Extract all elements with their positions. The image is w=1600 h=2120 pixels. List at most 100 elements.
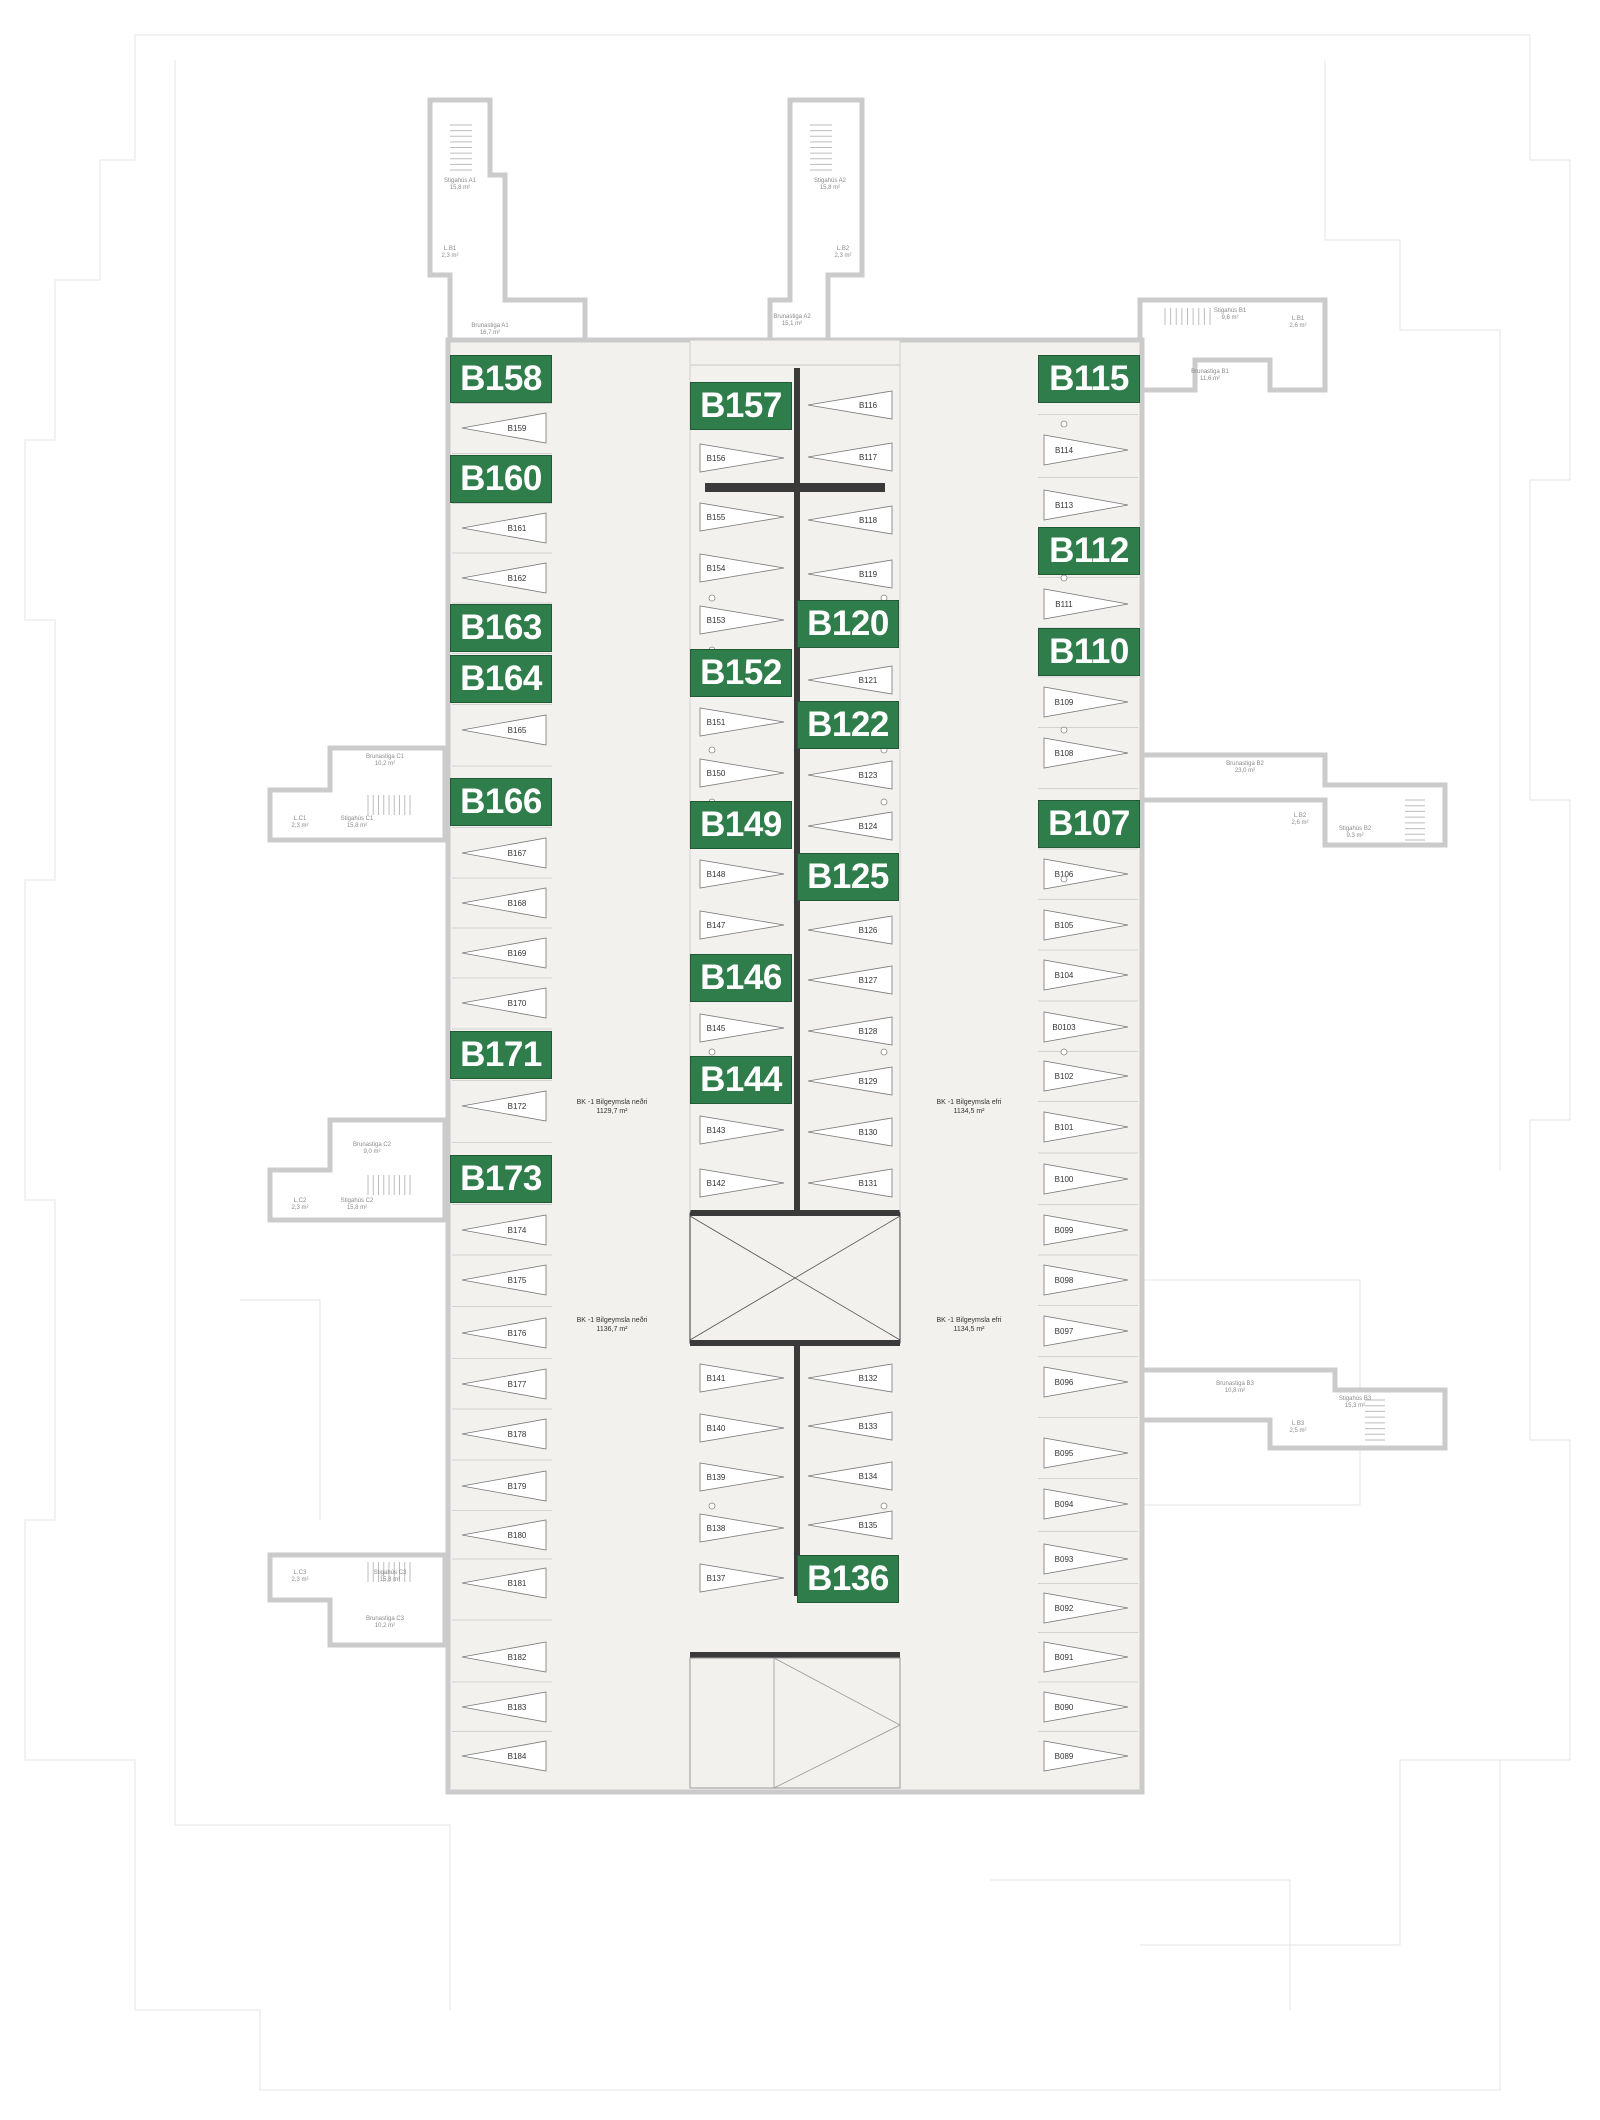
slot-label-b180: B180 bbox=[508, 1531, 527, 1540]
slot-label-b177: B177 bbox=[508, 1380, 527, 1389]
slot-label-b172: B172 bbox=[508, 1102, 527, 1111]
unit-badge-b164[interactable]: B164 bbox=[450, 655, 552, 703]
column-marker bbox=[1060, 726, 1068, 734]
slot-b113-marker bbox=[1043, 489, 1129, 521]
unit-badge-b173[interactable]: B173 bbox=[450, 1155, 552, 1203]
central-spine bbox=[689, 339, 901, 1789]
slot-label-b116: B116 bbox=[859, 401, 878, 410]
column-marker bbox=[1060, 574, 1068, 582]
slot-b097-marker bbox=[1043, 1315, 1129, 1347]
slot-b127-marker bbox=[807, 965, 893, 995]
slot-b126-marker bbox=[807, 915, 893, 945]
slot-b162-marker bbox=[461, 562, 547, 594]
slot-b130-marker bbox=[807, 1117, 893, 1147]
slot-b102-marker bbox=[1043, 1060, 1129, 1092]
slot-label-b167: B167 bbox=[508, 849, 527, 858]
slot-label-b130: B130 bbox=[859, 1128, 878, 1137]
slot-b176-marker bbox=[461, 1317, 547, 1349]
unit-badge-b136[interactable]: B136 bbox=[797, 1555, 899, 1603]
slot-label-b151: B151 bbox=[707, 718, 726, 727]
slot-label-b102: B102 bbox=[1055, 1072, 1074, 1081]
slot-label-b106: B106 bbox=[1055, 870, 1074, 879]
unit-badge-b120[interactable]: B120 bbox=[797, 600, 899, 648]
column-marker bbox=[708, 1048, 716, 1056]
slot-b0103-marker bbox=[1043, 1011, 1129, 1043]
slot-b135-marker bbox=[807, 1510, 893, 1540]
slot-label-b113: B113 bbox=[1055, 501, 1074, 510]
unit-badge-b112[interactable]: B112 bbox=[1038, 527, 1140, 575]
slot-b090-marker bbox=[1043, 1691, 1129, 1723]
slot-label-b127: B127 bbox=[859, 976, 878, 985]
slot-label-b132: B132 bbox=[859, 1374, 878, 1383]
slot-label-b147: B147 bbox=[707, 921, 726, 930]
slot-label-b162: B162 bbox=[508, 574, 527, 583]
slot-label-b133: B133 bbox=[859, 1422, 878, 1431]
unit-badge-b163[interactable]: B163 bbox=[450, 604, 552, 652]
slot-b100-marker bbox=[1043, 1163, 1129, 1195]
unit-badge-b149[interactable]: B149 bbox=[690, 801, 792, 849]
slot-b150-marker bbox=[699, 758, 785, 788]
slot-label-b183: B183 bbox=[508, 1703, 527, 1712]
slot-b134-marker bbox=[807, 1461, 893, 1491]
slot-label-b134: B134 bbox=[859, 1472, 878, 1481]
slot-label-b153: B153 bbox=[707, 616, 726, 625]
unit-badge-b122[interactable]: B122 bbox=[797, 701, 899, 749]
slot-b129-marker bbox=[807, 1066, 893, 1096]
column-marker bbox=[880, 798, 888, 806]
slot-b168-marker bbox=[461, 887, 547, 919]
slot-label-b140: B140 bbox=[707, 1424, 726, 1433]
slot-b179-marker bbox=[461, 1470, 547, 1502]
unit-badge-b146[interactable]: B146 bbox=[690, 954, 792, 1002]
unit-badge-b157[interactable]: B157 bbox=[690, 382, 792, 430]
slot-b114-marker bbox=[1043, 434, 1129, 466]
unit-badge-b144[interactable]: B144 bbox=[690, 1056, 792, 1104]
slot-b109-marker bbox=[1043, 686, 1129, 718]
column-marker bbox=[880, 1502, 888, 1510]
unit-badge-b110[interactable]: B110 bbox=[1038, 628, 1140, 676]
slot-label-b126: B126 bbox=[859, 926, 878, 935]
slot-label-b138: B138 bbox=[707, 1524, 726, 1533]
parking-slots: B159B161B162B165B167B168B169B170B172B174… bbox=[452, 390, 1138, 1772]
column-marker bbox=[1060, 1048, 1068, 1056]
slot-b145-marker bbox=[699, 1013, 785, 1043]
slot-label-b143: B143 bbox=[707, 1126, 726, 1135]
slot-b184-marker bbox=[461, 1740, 547, 1772]
unit-badge-b152[interactable]: B152 bbox=[690, 649, 792, 697]
slot-b183-marker bbox=[461, 1691, 547, 1723]
slot-b175-marker bbox=[461, 1264, 547, 1296]
unit-badge-b171[interactable]: B171 bbox=[450, 1031, 552, 1079]
unit-badge-b125[interactable]: B125 bbox=[797, 853, 899, 901]
slot-b174-marker bbox=[461, 1214, 547, 1246]
slot-label-b182: B182 bbox=[508, 1653, 527, 1662]
slot-label-b093: B093 bbox=[1055, 1555, 1074, 1564]
slot-label-b174: B174 bbox=[508, 1226, 527, 1235]
unit-badge-b160[interactable]: B160 bbox=[450, 455, 552, 503]
unit-badge-b115[interactable]: B115 bbox=[1038, 355, 1140, 403]
slot-b092-marker bbox=[1043, 1592, 1129, 1624]
slot-b172-marker bbox=[461, 1090, 547, 1122]
unit-badge-b166[interactable]: B166 bbox=[450, 778, 552, 826]
unit-badge-b158[interactable]: B158 bbox=[450, 355, 552, 403]
slot-label-b114: B114 bbox=[1055, 446, 1074, 455]
slot-label-b179: B179 bbox=[508, 1482, 527, 1491]
slot-label-b089: B089 bbox=[1055, 1752, 1074, 1761]
slot-label-b137: B137 bbox=[707, 1574, 726, 1583]
slot-b094-marker bbox=[1043, 1488, 1129, 1520]
unit-badge-b107[interactable]: B107 bbox=[1038, 800, 1140, 848]
column-marker bbox=[1060, 875, 1068, 883]
